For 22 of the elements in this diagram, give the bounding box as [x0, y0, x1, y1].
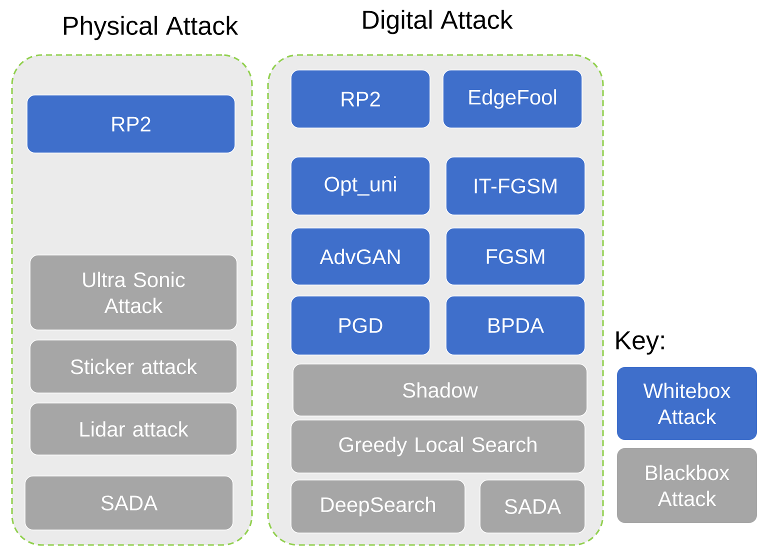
node-label: Digital Attack — [363, 10, 513, 34]
legend-box: Whitebox Attack — [617, 367, 757, 440]
attack-box: AdvGAN — [290, 228, 430, 286]
attack-box: DeepSearch — [290, 480, 466, 534]
attack-box: FGSM — [446, 228, 586, 286]
attack-box: RP2 — [26, 94, 236, 154]
node-label: Physical Attack — [64, 16, 238, 40]
attack-box: Greedy Local Search — [290, 420, 586, 474]
attack-box: SADA — [480, 480, 586, 534]
attack-box: Shadow — [292, 364, 588, 416]
attack-box: RP2 — [290, 70, 430, 128]
attack-box: SADA — [24, 476, 234, 530]
attack-box: PGD — [290, 296, 430, 356]
legend-box: Blackbox Attack — [617, 448, 757, 523]
attack-box: Ultra Sonic Attack — [30, 254, 238, 330]
attack-box: Opt_uni — [290, 156, 430, 216]
attack-box: BPDA — [446, 296, 586, 356]
attack-box: IT-FGSM — [446, 156, 586, 216]
attack-box: Lidar attack — [30, 402, 238, 456]
attack-box: EdgeFool — [442, 70, 582, 128]
attack-box: Sticker attack — [30, 340, 238, 394]
key-label: Key: — [616, 331, 664, 355]
